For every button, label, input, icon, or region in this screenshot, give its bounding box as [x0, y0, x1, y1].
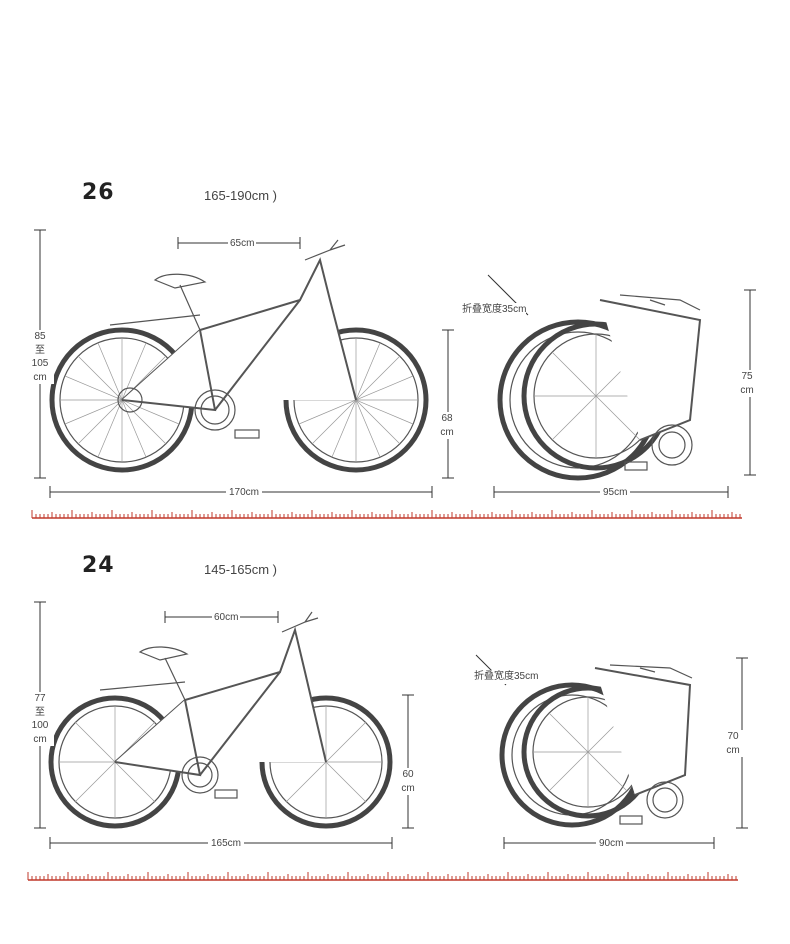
size-26-title: 26 — [82, 180, 115, 205]
size-26-folded-length-label: 95cm — [600, 486, 631, 500]
bike-24-folded-drawing — [475, 654, 748, 849]
size-24-height-label: 77 至 100 cm — [26, 692, 54, 746]
bike-26-folded-drawing — [487, 274, 756, 498]
size-24-title: 24 — [82, 553, 115, 578]
size-26-wheel-height-label: 68 cm — [436, 412, 458, 439]
size-24-fold-width-label: 折叠宽度35cm — [474, 670, 539, 684]
size-26-height-unit: cm — [33, 371, 47, 383]
size-24-top-length-label: 60cm — [212, 611, 241, 625]
size-24-wheel-height-label: 60 cm — [397, 768, 419, 795]
size-24-folded-height-value: 70 — [727, 731, 739, 742]
size-26-folded-height-value: 75 — [741, 371, 753, 382]
size-26-total-length-label: 170cm — [226, 486, 263, 500]
size-26-fold-width-label: 折叠宽度35cm — [462, 303, 527, 317]
size-24-total-length-label: 165cm — [208, 837, 245, 851]
bike-26-open-drawing — [34, 229, 454, 498]
ruler-1 — [31, 510, 742, 519]
size-24-wheel-height-unit: cm — [401, 782, 415, 794]
size-26-height-to: 至 — [35, 344, 45, 356]
ruler-2 — [27, 872, 738, 881]
size-24-rider-range: 145-165cm ) — [204, 562, 277, 577]
size-26-height-min: 85 — [34, 331, 46, 342]
size-26-height-label: 85 至 105 cm — [26, 330, 54, 384]
bike-24-open-drawing — [34, 601, 414, 849]
size-26-rider-range: 165-190cm ) — [204, 188, 277, 203]
size-24-folded-length-label: 90cm — [596, 837, 627, 851]
size-24-folded-height-unit: cm — [726, 744, 740, 756]
size-24-height-to: 至 — [35, 706, 45, 718]
size-24-wheel-height-value: 60 — [402, 769, 414, 780]
size-26-wheel-height-value: 68 — [441, 413, 453, 424]
size-26-top-length-label: 65cm — [228, 237, 257, 251]
size-26-wheel-height-unit: cm — [440, 426, 454, 438]
size-24-height-max: 100 — [31, 720, 49, 731]
size-24-height-min: 77 — [34, 693, 46, 704]
size-24-folded-height-label: 70 cm — [722, 730, 744, 757]
size-26-folded-height-unit: cm — [740, 384, 754, 396]
size-26-folded-height-label: 75 cm — [736, 370, 758, 397]
size-26-height-max: 105 — [31, 358, 49, 369]
size-24-height-unit: cm — [33, 733, 47, 745]
